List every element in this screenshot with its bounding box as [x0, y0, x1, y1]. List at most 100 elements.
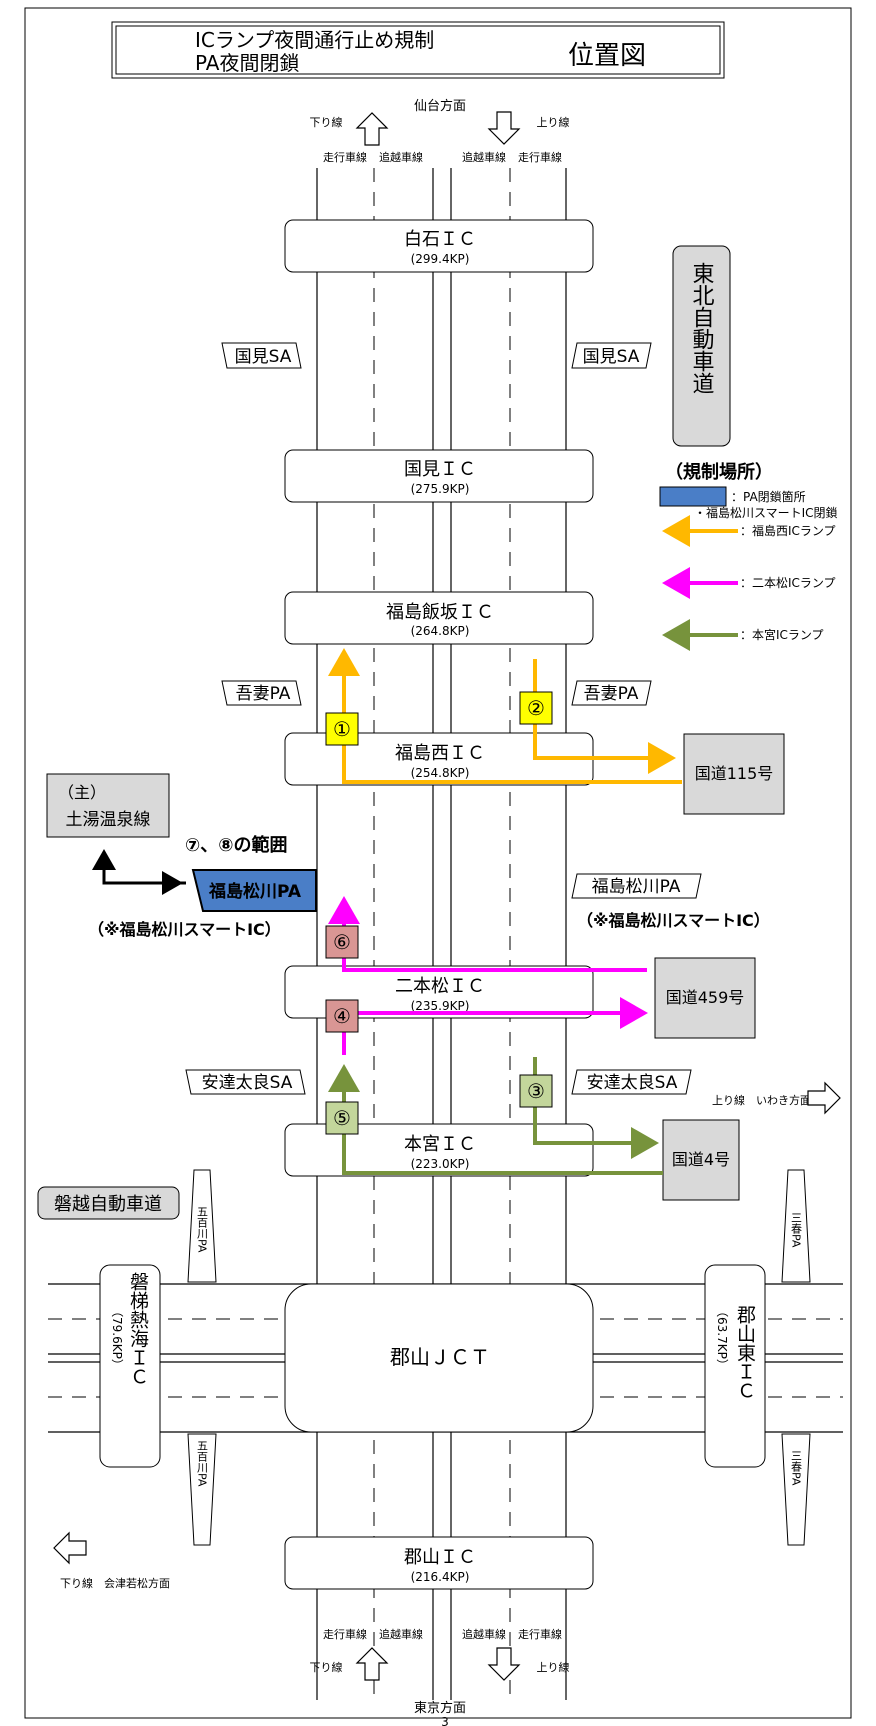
highway-name-box: 東北自動車道: [672, 245, 731, 447]
up-line-label-top: 上り線: [537, 115, 570, 129]
ic-kp: （63.7KP）: [715, 1305, 729, 1371]
north-direction: 仙台方面: [414, 98, 466, 114]
closed-pa-label: 福島松川PA: [208, 881, 302, 902]
kunimi-sa-right: 国見SA: [571, 342, 652, 369]
ic-name: 国見ＩＣ: [404, 459, 476, 480]
pa-label: 三春PA: [790, 1450, 803, 1486]
marker-2: ②: [519, 691, 553, 725]
marker-label: ②: [527, 696, 545, 720]
legend-magenta-text: ：二本松ICランプ: [740, 576, 836, 590]
sa-label: 国見SA: [235, 347, 292, 367]
legend-yellow-text: ：福島西ICランプ: [740, 523, 836, 538]
matsukawa-pa-closed: 福島松川PA: [191, 869, 317, 912]
jct-name: 郡山ＪＣＴ: [390, 1345, 490, 1369]
west-direction-label: 下り線 会津若松方面: [60, 1576, 170, 1590]
marker-5: ⑤: [325, 1101, 359, 1135]
title-line1: ICランプ夜間通行止め規制: [195, 28, 434, 52]
local-road-line1: （主）: [58, 783, 106, 802]
up-line-arrow-bottom-icon: [487, 1647, 521, 1681]
azuma-pa-left: 吾妻PA: [221, 680, 302, 706]
route-459-box: 国道459号: [654, 957, 756, 1039]
ic-motomiya: 本宮ＩＣ (223.0KP): [284, 1123, 594, 1177]
tohoku-expressway-road: [316, 168, 567, 1700]
route-115-box: 国道115号: [683, 733, 785, 815]
sa-label: 安達太良SA: [202, 1073, 293, 1093]
ic-name: 福島飯坂ＩＣ: [386, 602, 494, 623]
azuma-pa-right: 吾妻PA: [571, 680, 652, 706]
smart-ic-note-left: （※福島松川スマートIC）: [88, 920, 281, 939]
up-line-label-bottom: 上り線: [537, 1660, 570, 1674]
lane-label: 追越車線: [462, 1627, 506, 1641]
ic-name: 磐梯熱海ＩＣ: [127, 1272, 149, 1386]
local-road-line2: 土湯温泉線: [66, 810, 151, 830]
banetsu-label: 磐越自動車道: [54, 1194, 162, 1215]
local-road-box: （主） 土湯温泉線: [46, 773, 170, 838]
pa-label: 三春PA: [790, 1212, 803, 1248]
pa-label: 五百川PA: [196, 1206, 209, 1253]
ic-name: 郡山東ＩＣ: [734, 1305, 756, 1400]
pa-label: 五百川PA: [196, 1440, 209, 1487]
ic-kp: (299.4KP): [411, 252, 470, 266]
matsukawa-pa-right: 福島松川PA: [571, 873, 702, 899]
kunimi-sa-left: 国見SA: [221, 342, 302, 369]
ic-name: 白石ＩＣ: [404, 229, 476, 250]
down-line-arrow-icon: [355, 112, 389, 146]
sa-label: 国見SA: [583, 347, 640, 367]
ic-name: 福島西ＩＣ: [395, 743, 485, 764]
east-direction-label: 上り線 いわき方面: [712, 1093, 811, 1107]
marker-1: ①: [325, 712, 359, 746]
lane-label: 走行車線: [323, 1627, 367, 1641]
route-4-box: 国道4号: [662, 1119, 740, 1201]
ic-koriyama: 郡山ＩＣ (216.4KP): [284, 1536, 594, 1590]
marker-label: ⑥: [333, 930, 351, 954]
lane-label: 追越車線: [379, 1627, 423, 1641]
ic-shiroishi: 白石ＩＣ (299.4KP): [284, 219, 594, 273]
local-road-arrow-up: [92, 849, 186, 885]
lane-label: 走行車線: [518, 1627, 562, 1641]
page-number: 3: [441, 1715, 449, 1726]
route-label: 国道4号: [672, 1150, 730, 1169]
ic-name: 本宮ＩＣ: [404, 1134, 476, 1155]
gohyakugawa-pa-top: 五百川PA: [187, 1169, 217, 1283]
pa-label: 吾妻PA: [236, 684, 291, 704]
adachi-sa-left: 安達太良SA: [185, 1069, 306, 1095]
ic-koriyama-higashi: 郡山東ＩＣ （63.7KP）: [704, 1264, 766, 1468]
title-right: 位置図: [568, 41, 646, 71]
ic-kp: (264.8KP): [411, 624, 470, 638]
down-line-arrow-bottom-icon: [355, 1647, 389, 1681]
ic-fukushima-nishi: 福島西ＩＣ (254.8KP): [284, 732, 594, 786]
legend: （規制場所） ：PA閉鎖箇所 ・福島松川スマートIC閉鎖 ：福島西ICランプ ：…: [659, 462, 838, 651]
up-line-arrow-icon: [487, 111, 521, 145]
ic-name: 郡山ＩＣ: [404, 1547, 476, 1568]
legend-pa-swatch: [659, 486, 727, 507]
marker-4: ④: [325, 999, 359, 1033]
lane-label: 追越車線: [462, 150, 506, 164]
lane-label: 走行車線: [323, 150, 367, 164]
marker-label: ⑤: [333, 1106, 351, 1130]
ic-kunimi: 国見ＩＣ (275.9KP): [284, 449, 594, 503]
route-label: 国道115号: [695, 764, 774, 783]
ic-name: 二本松ＩＣ: [395, 976, 485, 997]
sa-label: 安達太良SA: [587, 1073, 678, 1093]
ic-nihonmatsu: 二本松ＩＣ (235.9KP): [284, 965, 594, 1019]
jct-koriyama: 郡山ＪＣＴ: [284, 1283, 594, 1433]
pa-label: 吾妻PA: [584, 684, 639, 704]
marker-3: ③: [519, 1074, 553, 1108]
south-direction: 東京方面: [414, 1700, 466, 1716]
legend-smart-text: ・福島松川スマートIC閉鎖: [694, 505, 838, 520]
west-arrow-icon: [53, 1531, 87, 1565]
down-line-label-top: 下り線: [310, 115, 343, 129]
miharu-pa-bottom: 三春PA: [781, 1433, 811, 1546]
ic-kp: (223.0KP): [411, 1157, 470, 1171]
east-arrow-icon: [807, 1081, 841, 1115]
closure-range-label: ⑦、⑧の範囲: [185, 834, 287, 856]
ic-kp: (216.4KP): [411, 1570, 470, 1584]
ic-bandai-atami: 磐梯熱海ＩＣ （79.6KP）: [99, 1264, 161, 1468]
ic-kp: (254.8KP): [411, 766, 470, 780]
ic-kp: (275.9KP): [411, 482, 470, 496]
smart-ic-note-right: （※福島松川スマートIC）: [577, 911, 770, 930]
lane-label: 走行車線: [518, 150, 562, 164]
marker-6: ⑥: [325, 925, 359, 959]
lane-label: 追越車線: [379, 150, 423, 164]
